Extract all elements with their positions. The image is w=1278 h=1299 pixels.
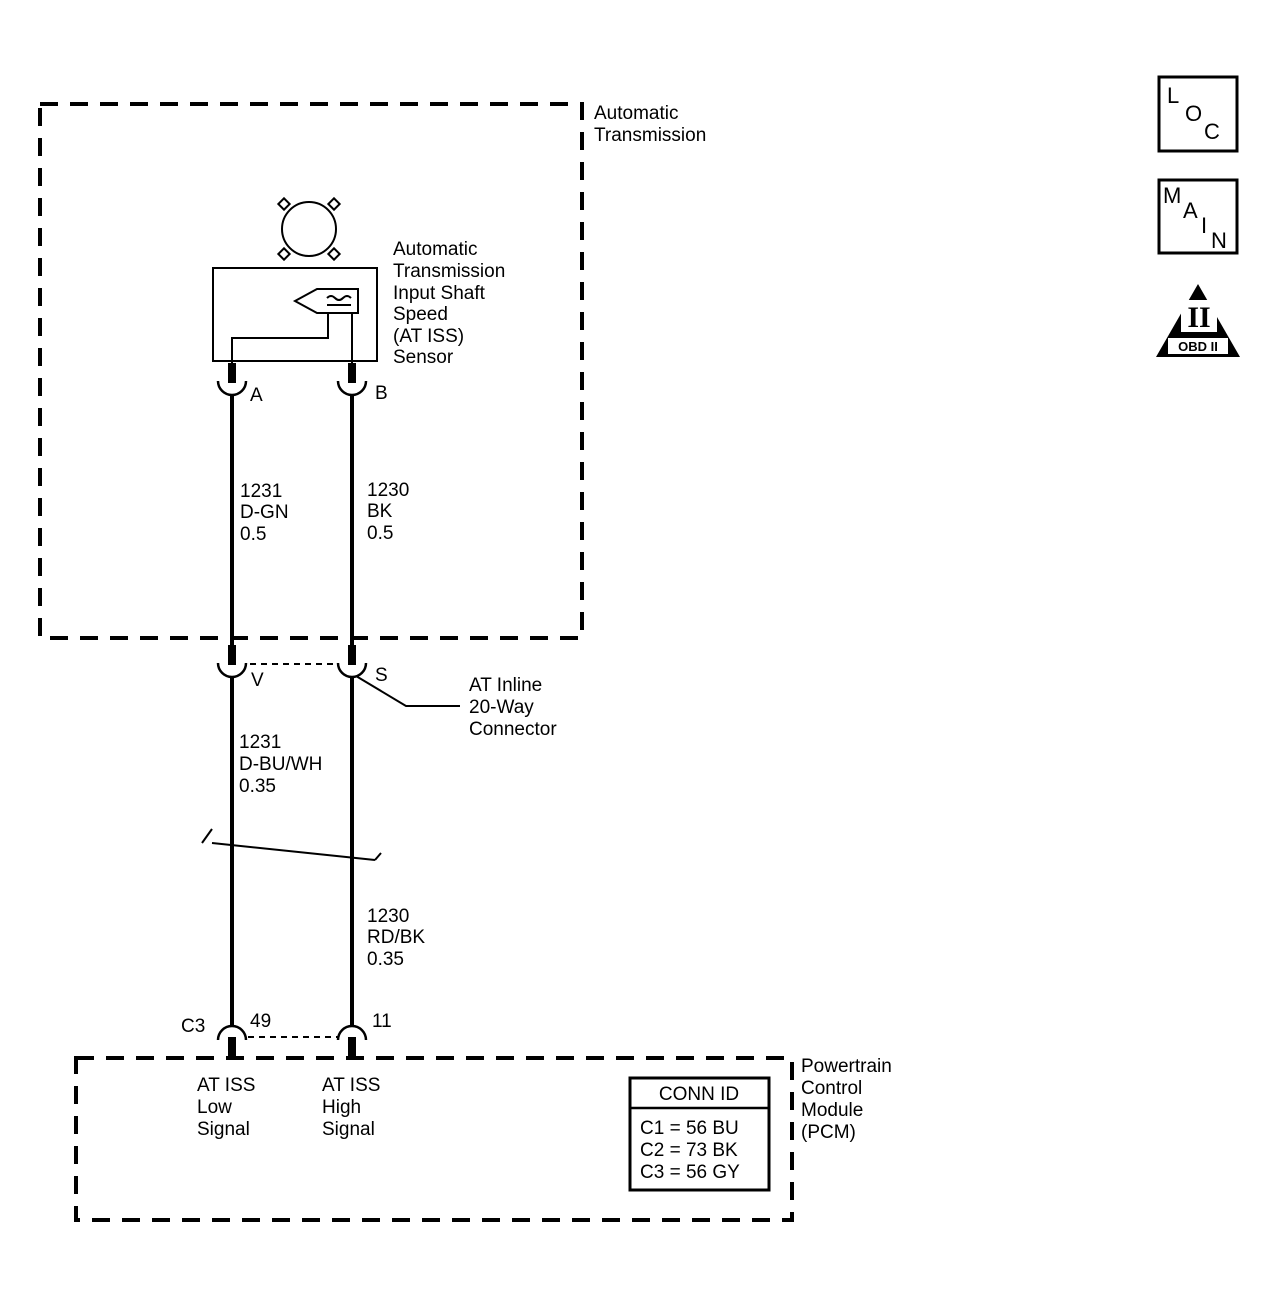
conn-id-row: C1 = 56 BU xyxy=(640,1118,739,1139)
wire-label-line: 0.35 xyxy=(239,776,276,797)
inline-connector-label: AT Inline 20-Way Connector xyxy=(469,675,557,740)
pcm-label-line: (PCM) xyxy=(801,1122,856,1143)
wire-label-line: 1231 xyxy=(239,732,281,753)
wire-label-lower-right: 1230 RD/BK 0.35 xyxy=(367,906,425,970)
pin-49-label: 49 xyxy=(250,1011,271,1032)
signal-label-high: AT ISS High Signal xyxy=(322,1075,380,1140)
signal-label-line: AT ISS xyxy=(322,1075,380,1096)
signal-label-line: AT ISS xyxy=(197,1075,255,1096)
inline-connector-leader xyxy=(355,675,460,707)
transmission-label-line: Automatic xyxy=(594,103,678,124)
pcm-label-line: Control xyxy=(801,1078,862,1099)
wire-label-line: 1231 xyxy=(240,481,282,502)
wire-label-line: RD/BK xyxy=(367,927,425,948)
main-letter: I xyxy=(1201,213,1207,238)
conn-id-row: C2 = 73 BK xyxy=(640,1140,738,1161)
signal-label-low: AT ISS Low Signal xyxy=(197,1075,255,1140)
main-icon[interactable]: M A I N xyxy=(1157,178,1239,255)
pcm-label-line: Module xyxy=(801,1100,863,1121)
wire-label-line: D-GN xyxy=(240,502,289,523)
obd-ii-icon[interactable]: II OBD II xyxy=(1156,284,1240,357)
wire-label-upper-right: 1230 BK 0.5 xyxy=(367,480,409,544)
pcm-terminal-49 xyxy=(216,1024,248,1057)
pin-s-label: S xyxy=(375,665,388,686)
wire-label-mid-left: 1231 D-BU/WH 0.35 xyxy=(239,732,322,797)
sensor-label-line: Speed xyxy=(393,304,448,325)
pcm-label: Powertrain Control Module (PCM) xyxy=(801,1056,892,1143)
pin-a-label: A xyxy=(250,385,263,406)
loc-letter: L xyxy=(1167,83,1179,108)
inline-label-line: Connector xyxy=(469,719,557,740)
wire-label-line: 1230 xyxy=(367,906,409,927)
pin-b-label: B xyxy=(375,383,388,404)
wire-label-upper-left: 1231 D-GN 0.5 xyxy=(240,481,289,545)
wire-label-line: 1230 xyxy=(367,480,409,501)
obd-numeral: II xyxy=(1187,301,1210,334)
main-letter: M xyxy=(1163,183,1181,208)
transmission-label: Automatic Transmission xyxy=(594,103,706,146)
main-letter: A xyxy=(1183,198,1198,223)
pcm-connector-id: C3 xyxy=(181,1016,205,1037)
wire-label-line: D-BU/WH xyxy=(239,754,322,775)
loc-icon[interactable]: L O C xyxy=(1157,75,1239,153)
wire-label-line: BK xyxy=(367,501,393,522)
transmission-boundary xyxy=(38,102,584,640)
inline-terminal-v xyxy=(216,645,248,679)
obd-label: OBD II xyxy=(1178,339,1218,354)
sensor-terminal-b xyxy=(336,363,368,397)
conn-id-title: CONN ID xyxy=(659,1084,739,1105)
conn-id-table: CONN ID C1 = 56 BU C2 = 73 BK C3 = 56 GY xyxy=(628,1076,771,1192)
iss-sensor-body xyxy=(212,267,378,362)
signal-label-line: Signal xyxy=(197,1119,250,1140)
pcm-boundary xyxy=(74,1056,794,1222)
signal-label-line: Low xyxy=(197,1097,232,1118)
signal-label-line: High xyxy=(322,1097,361,1118)
inline-label-line: 20-Way xyxy=(469,697,534,718)
wire-label-line: 0.5 xyxy=(240,524,266,545)
sensor-label-line: (AT ISS) xyxy=(393,326,464,347)
sensor-label-line: Input Shaft xyxy=(393,283,486,304)
pin-v-label: V xyxy=(251,670,264,691)
sensor-label-line: Automatic xyxy=(393,239,477,260)
sensor-element-icon xyxy=(231,288,359,380)
loc-letter: C xyxy=(1204,119,1220,144)
twisted-pair-marker xyxy=(201,828,382,861)
wire-label-line: 0.35 xyxy=(367,949,404,970)
pcm-label-line: Powertrain xyxy=(801,1056,892,1077)
wire-label-line: 0.5 xyxy=(367,523,393,544)
reluctor-wheel-icon xyxy=(276,196,342,262)
pin-11-label: 11 xyxy=(372,1011,392,1032)
sensor-label-line: Sensor xyxy=(393,347,454,368)
conn-id-row: C3 = 56 GY xyxy=(640,1162,740,1183)
sensor-terminal-a xyxy=(216,363,248,397)
inline-label-line: AT Inline xyxy=(469,675,542,696)
main-letter: N xyxy=(1211,228,1227,253)
pcm-terminal-11 xyxy=(336,1024,368,1057)
transmission-label-line: Transmission xyxy=(594,125,706,146)
signal-label-line: Signal xyxy=(322,1119,375,1140)
inline-terminal-s xyxy=(336,645,368,679)
sensor-label: Automatic Transmission Input Shaft Speed… xyxy=(393,239,505,368)
sensor-label-line: Transmission xyxy=(393,261,505,282)
loc-letter: O xyxy=(1185,101,1202,126)
